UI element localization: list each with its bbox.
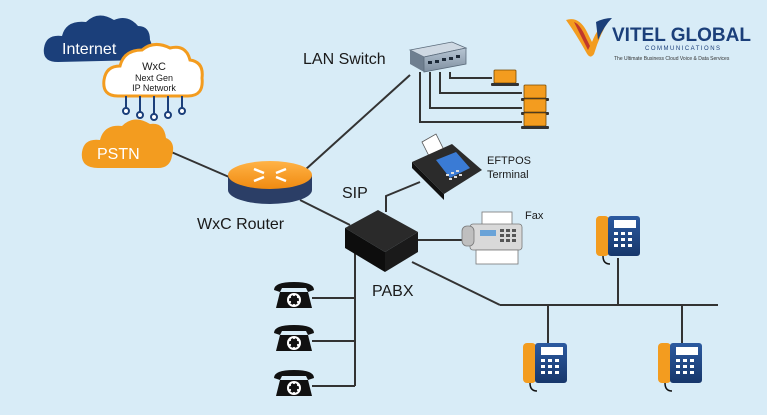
laptop-icon bbox=[520, 112, 550, 130]
internet-cloud-icon bbox=[43, 15, 152, 63]
pstn-label: PSTN bbox=[97, 146, 140, 163]
pstn-cloud-icon bbox=[81, 119, 174, 168]
vitel-logo-icon bbox=[566, 18, 612, 57]
brand-sub: COMMUNICATIONS bbox=[645, 46, 722, 52]
ip-phone-icon bbox=[595, 215, 641, 265]
wxc-nextgen-label: Next Gen bbox=[135, 73, 173, 83]
brand-name: VITEL GLOBAL bbox=[612, 25, 751, 46]
ip-phone-icon bbox=[522, 342, 568, 392]
fax-label: Fax bbox=[525, 210, 544, 222]
switch-icon bbox=[408, 41, 468, 73]
eftpos-terminal-icon bbox=[412, 133, 482, 200]
eftpos-terminal-label: Terminal bbox=[487, 169, 529, 181]
ip-phone-icon bbox=[657, 342, 703, 392]
laptop-icon bbox=[490, 69, 520, 87]
fax-machine-icon bbox=[461, 211, 523, 265]
connection-lines bbox=[161, 72, 718, 387]
router-label: WxC Router bbox=[197, 216, 285, 233]
rotary-phone-icon bbox=[274, 282, 314, 308]
laptop-icon bbox=[520, 98, 550, 116]
wxc-cloud-icon bbox=[102, 43, 204, 121]
pabx-label: PABX bbox=[372, 283, 414, 300]
pabx-box-icon bbox=[345, 210, 418, 272]
rotary-phone-icon bbox=[274, 325, 314, 351]
eftpos-label: EFTPOS bbox=[487, 155, 531, 167]
wxc-label: WxC bbox=[142, 61, 166, 73]
brand-tagline: The Ultimate Business Cloud Voice & Data… bbox=[614, 56, 730, 62]
router-icon bbox=[228, 161, 312, 204]
laptop-icon bbox=[520, 84, 550, 102]
wxc-ipnetwork-label: IP Network bbox=[132, 83, 176, 93]
sip-label: SIP bbox=[342, 185, 368, 202]
rotary-phone-icon bbox=[274, 370, 314, 396]
lan-switch-label: LAN Switch bbox=[303, 51, 386, 68]
internet-label: Internet bbox=[62, 41, 117, 58]
